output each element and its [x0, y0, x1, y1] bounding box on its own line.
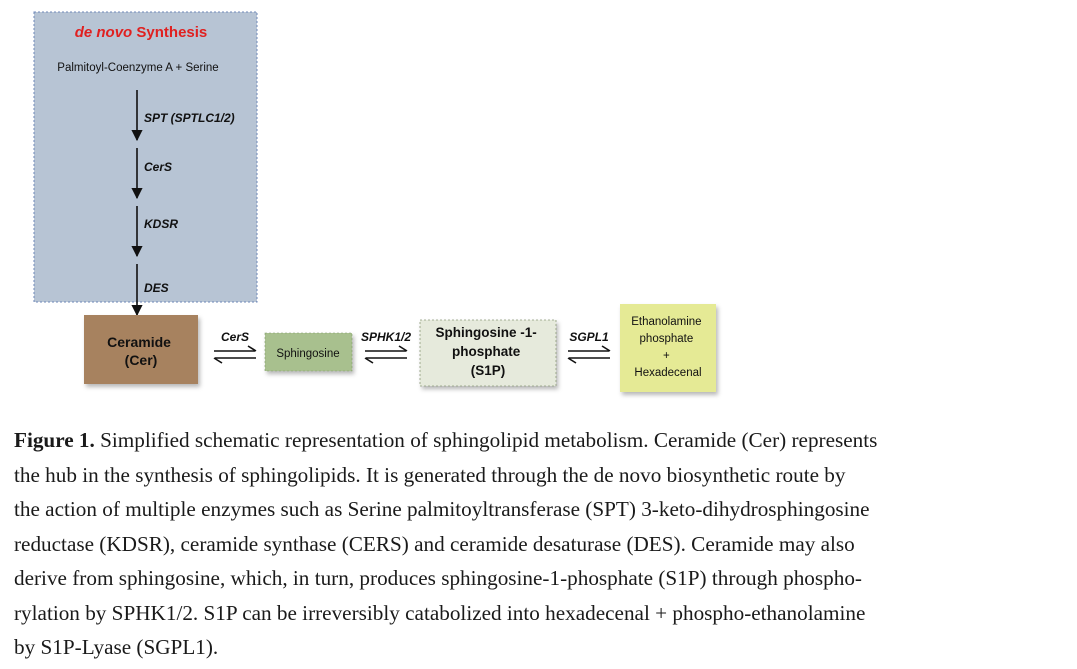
ceramide-label: Ceramide (Cer)	[107, 334, 175, 368]
products-node	[620, 304, 716, 392]
caption-line: by S1P-Lyase (SGPL1).	[14, 635, 219, 659]
caption-line: rylation by SPHK1/2. S1P can be irrevers…	[14, 600, 866, 625]
step-label-spt: SPT (SPTLC1/2)	[144, 111, 235, 125]
s1p-label: Sphingosine -1- phosphate (S1P)	[435, 325, 540, 378]
ceramide-node	[84, 315, 198, 384]
step-label-cers: CerS	[144, 160, 172, 174]
reaction-label-sphk: SPHK1/2	[361, 330, 411, 344]
caption-line: derive from sphingosine, which, in turn,…	[14, 566, 862, 590]
sphingosine-node	[264, 332, 353, 372]
caption-line: reductase (KDSR), ceramide synthase (CER…	[14, 531, 855, 556]
pathway-figure: de novo Synthesis Palmitoyl-Coenzyme A +…	[33, 11, 716, 392]
caption-line: the hub in the synthesis of sphingolipid…	[14, 462, 846, 487]
reversible-arrow-s1p-products	[567, 345, 611, 364]
figure-caption: Figure 1. Simplified schematic represent…	[14, 423, 1066, 665]
figure-label: Figure 1.	[14, 428, 95, 452]
step-label-kdsr: KDSR	[144, 217, 178, 231]
substrate-label: Palmitoyl-Coenzyme A + Serine	[57, 62, 218, 74]
reversible-arrow-sph-s1p	[364, 345, 408, 364]
reversible-arrow-cer-sph	[213, 345, 257, 364]
reaction-label-cers: CerS	[221, 330, 249, 344]
s1p-node	[419, 319, 557, 387]
step-label-des: DES	[144, 281, 169, 295]
caption-line: the action of multiple enzymes such as S…	[14, 497, 870, 521]
caption-line: Figure 1. Simplified schematic represent…	[14, 428, 878, 452]
reaction-label-sgpl1: SGPL1	[569, 330, 609, 344]
products-label: Ethanolamine phosphate + Hexadecenal	[631, 316, 705, 379]
sphingosine-label: Sphingosine	[276, 348, 339, 360]
denovo-title: de novo Synthesis	[75, 24, 208, 41]
denovo-box	[33, 11, 258, 303]
